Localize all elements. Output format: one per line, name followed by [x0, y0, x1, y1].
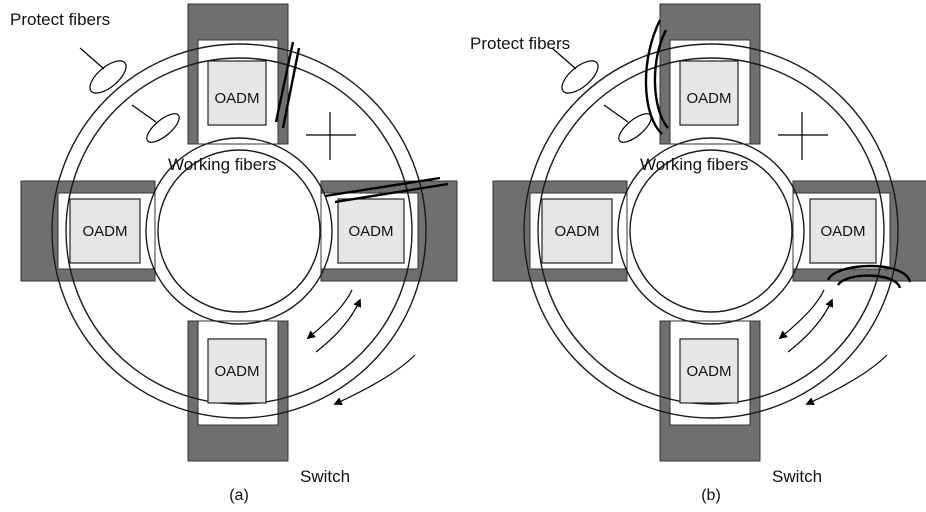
oadm-label: OADM [687, 90, 732, 107]
switch-loopback [644, 19, 912, 289]
working-bundle-ellipse [146, 113, 180, 143]
direction-arrows [778, 289, 888, 406]
oadm-label: OADM [821, 223, 866, 240]
working-bundle-ellipse [618, 113, 652, 143]
oadm-left: OADM [69, 198, 141, 264]
direction-arrows [306, 289, 416, 406]
fiber-break-mark [778, 112, 828, 160]
protect-fibers-label: Protect fibers [470, 34, 570, 53]
fiber-break-mark [306, 112, 356, 160]
oadm-label: OADM [555, 223, 600, 240]
caption-a: (a) [229, 487, 249, 504]
caption-b: (b) [701, 487, 721, 504]
oadm-label: OADM [215, 363, 260, 380]
oadm-bottom: OADM [679, 338, 739, 404]
switch-loopback [274, 41, 449, 204]
oadm-left: OADM [541, 198, 613, 264]
oadm-right: OADM [809, 198, 877, 264]
switch-label: Switch [772, 467, 822, 486]
diagram-b: OADM OADM OADM OADM [470, 3, 926, 504]
oadm-label: OADM [687, 363, 732, 380]
protect-bundle-ellipse [89, 60, 127, 94]
working-fibers-label: Working fibers [640, 155, 748, 174]
oadm-top: OADM [207, 60, 267, 126]
oadm-top: OADM [679, 60, 739, 126]
fiber-rings [51, 43, 427, 419]
protect-fibers-label: Protect fibers [10, 10, 110, 29]
oadm-label: OADM [215, 90, 260, 107]
working-fibers-label: Working fibers [168, 155, 276, 174]
diagram-a: OADM OADM OADM OADM [10, 3, 458, 504]
oadm-label: OADM [83, 223, 128, 240]
oadm-label: OADM [349, 223, 394, 240]
oadm-right: OADM [337, 198, 405, 264]
fiber-rings [523, 43, 899, 419]
switch-label: Switch [300, 467, 350, 486]
protect-bundle-ellipse [561, 60, 599, 94]
oadm-bottom: OADM [207, 338, 267, 404]
